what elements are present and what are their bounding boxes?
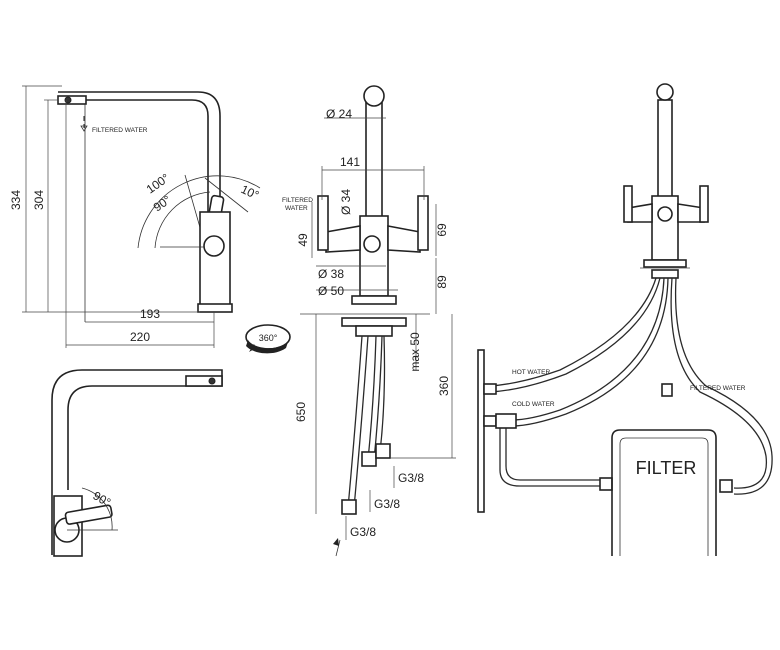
front-body: [359, 215, 389, 297]
dim-304-label: 304: [32, 190, 46, 210]
left-handle: [325, 225, 361, 253]
top-lever-arc: [81, 487, 113, 531]
top-nozzle: [208, 377, 216, 385]
dim-49-label: 49: [296, 233, 310, 247]
hot-hose: [489, 277, 657, 387]
aerator-nozzle: [64, 96, 72, 104]
rotation-360-symbol: 360°: [245, 324, 291, 354]
filtered-fitting: [661, 383, 673, 397]
dim-g2-label: G3/8: [374, 497, 400, 511]
inlet-arrow-line: [335, 539, 341, 557]
arrow-head-icon: [80, 125, 88, 132]
hot-valve: [483, 383, 497, 395]
mount-nut: [355, 325, 393, 337]
mount-plate: [341, 317, 407, 327]
dim-360-label: 360: [437, 376, 451, 396]
inst-spout: [657, 99, 673, 205]
cold-valve: [483, 415, 497, 427]
filtered-water-right-label: FILTERED WATER: [690, 385, 746, 392]
hose-b: [367, 335, 377, 461]
spout-top: [363, 85, 385, 107]
spout-outline: [58, 91, 221, 212]
filtered-hose-2: [674, 277, 773, 495]
hose-c: [379, 335, 386, 453]
filtered-water-label: FILTERED WATER: [92, 127, 148, 134]
right-lever: [417, 195, 429, 251]
angle-10-label: 10°: [239, 182, 262, 202]
dim-max50-label: max 50: [408, 332, 422, 372]
inlet-arrow-icon: [333, 538, 339, 546]
dim-141-label: 141: [340, 155, 360, 169]
dim-d24-label: Ø 24: [326, 107, 352, 121]
front-view: Ø 24 141 Ø 34 49 69 Ø 38 Ø 50 89 max 50 …: [282, 85, 456, 557]
cold-hose: [511, 277, 665, 421]
filtered-water-mid-label-2: WATER: [285, 205, 308, 212]
dim-220-label: 220: [130, 330, 150, 344]
dim-89-label: 89: [435, 275, 449, 289]
tap-cartridge: [203, 235, 225, 257]
side-view: 334 304 193 220 100° 90° 10° FILTERED WA…: [9, 85, 262, 348]
top-view: 90°: [51, 369, 223, 557]
hose-a: [347, 335, 363, 509]
wall: [477, 349, 485, 513]
cold-tee: [495, 413, 517, 429]
dim-d50-label: Ø 50: [318, 284, 344, 298]
left-lever: [317, 195, 329, 251]
tap-base: [197, 303, 233, 313]
cold-to-filter-hose: [499, 424, 602, 487]
aerator: [57, 95, 87, 105]
cold-hose-2: [511, 277, 669, 427]
top-lever: [64, 504, 113, 525]
cold-water-label: COLD WATER: [512, 401, 555, 408]
hose-a2: [353, 335, 369, 509]
filter-inner: [619, 437, 709, 556]
right-handle: [387, 225, 421, 253]
front-cartridge: [363, 235, 381, 253]
fitting-b: [361, 451, 377, 467]
hot-hose-2: [489, 277, 661, 393]
inst-base: [643, 259, 687, 268]
filter-body: [611, 429, 717, 556]
filter-inlet-fitting: [599, 477, 613, 491]
inst-right-lever: [699, 185, 709, 223]
inst-body: [651, 195, 679, 261]
dim-g3-label: G3/8: [350, 525, 376, 539]
rotation-360-label: 360°: [259, 333, 278, 343]
rotation-arrow-icon: [249, 344, 256, 352]
lever-arc: [137, 175, 261, 249]
dim-650-label: 650: [294, 402, 308, 422]
lever-arc-inner: [154, 191, 211, 249]
front-base: [351, 295, 397, 305]
lever-10deg-line: [204, 177, 249, 213]
fitting-c: [375, 443, 391, 459]
dim-g1-label: G3/8: [398, 471, 424, 485]
rotation-arrow-band: [246, 340, 288, 354]
dim-334-label: 334: [9, 190, 23, 210]
filtered-water-mid-label-1: FILTERED: [282, 197, 313, 204]
dim-193-label: 193: [140, 307, 160, 321]
inst-cartridge: [657, 206, 673, 222]
tap-body: [199, 211, 231, 309]
inst-left-lever: [623, 185, 633, 223]
filtered-hose: [670, 277, 768, 489]
installation-view: FILTER HOT WATER COLD WATER FILTERED WAT…: [477, 83, 773, 556]
cold-to-filter-hose-2: [505, 424, 602, 481]
dim-d34-label: Ø 34: [339, 189, 353, 215]
dim-d38-label: Ø 38: [318, 267, 344, 281]
filter-outlet-fitting: [719, 479, 733, 493]
inst-nut: [651, 269, 679, 279]
dim-69-label: 69: [435, 223, 449, 237]
fitting-a: [341, 499, 357, 515]
hot-water-label: HOT WATER: [512, 369, 550, 376]
inst-spout-top: [656, 83, 674, 101]
top-aerator: [185, 375, 223, 387]
filter-label: FILTER: [636, 458, 697, 478]
